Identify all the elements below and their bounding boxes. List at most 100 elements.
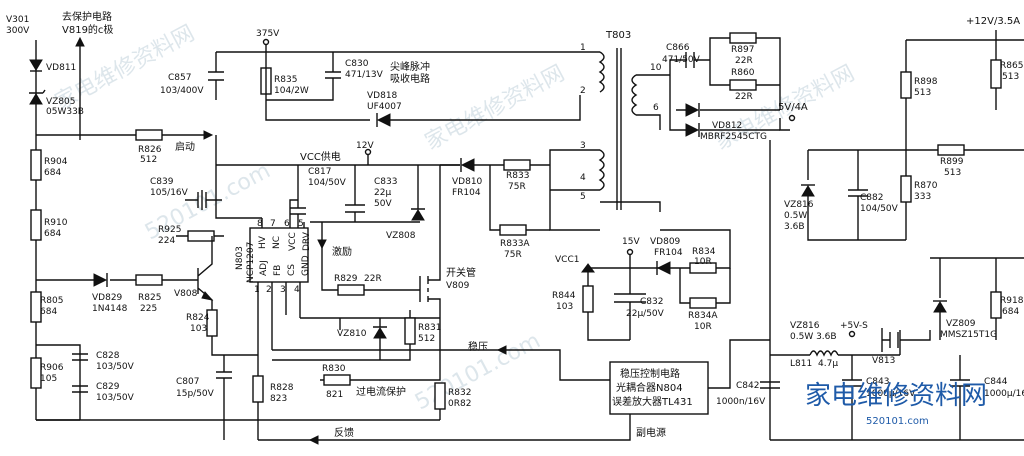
pin-5: 5 <box>298 219 304 229</box>
r897-label: R897 <box>731 45 754 55</box>
regulate-label: 稳压 <box>468 340 488 353</box>
pin-hv: HV <box>258 235 268 249</box>
regulation-box <box>609 361 709 415</box>
vz809-label: VZ809 <box>946 319 976 329</box>
t803-pin-6: 6 <box>653 103 659 113</box>
r805-label: R805 <box>40 296 63 306</box>
v813-transistor <box>881 328 899 352</box>
r831-resistor <box>404 317 416 345</box>
r828-resistor <box>252 375 264 403</box>
r898-value: 513 <box>914 88 931 98</box>
r831-wire <box>272 344 411 361</box>
r834-value: 10R <box>694 257 712 267</box>
out12v-rail <box>905 30 1024 150</box>
c833-wire <box>310 165 420 223</box>
c829-value: 103/50V <box>96 393 135 403</box>
vz816-label: VZ816 <box>790 321 820 331</box>
c882-capacitor <box>848 189 868 197</box>
r835-label: R835 <box>274 75 297 85</box>
snubber-section: 375V C857 103/400V R835 104/2W C830 471/… <box>160 29 600 127</box>
r833-resistor <box>503 159 531 171</box>
c817-wire <box>290 165 306 235</box>
r897-value: 22R <box>735 56 753 66</box>
pin-cs: CS <box>287 264 297 276</box>
r834a-label: R834A <box>688 311 718 321</box>
top-375v-wire <box>216 44 600 53</box>
r899-label: R899 <box>940 157 964 167</box>
r910-resistor <box>30 209 42 241</box>
c828-label: C828 <box>96 351 120 361</box>
ocp-label: 过电流保护 <box>356 385 406 398</box>
c807-wire <box>216 355 232 440</box>
r833-value: 75R <box>508 182 526 192</box>
vz810-zener <box>373 327 387 339</box>
r865-label: R865 <box>1000 61 1023 71</box>
vz808-zener <box>411 209 425 221</box>
r829-value: 22R <box>364 274 382 284</box>
pin-fb: FB <box>273 265 283 276</box>
vz816b-zener <box>801 185 815 197</box>
c829-label: C829 <box>96 382 120 392</box>
vd818-value: UF4007 <box>367 102 402 112</box>
r829-resistor <box>337 284 365 296</box>
excite-arrow <box>317 239 327 250</box>
ground-wire <box>36 409 441 421</box>
pin-nc: NC <box>272 236 282 249</box>
vd812-wire <box>669 75 780 131</box>
box-line-3: 误差放大器TL431 <box>612 395 693 408</box>
t803-label: T803 <box>605 30 631 41</box>
r826-label: R826 <box>138 145 162 155</box>
vz816b-wire <box>807 150 906 241</box>
c832-value: 22μ/50V <box>626 309 665 319</box>
r828-label: R828 <box>270 383 294 393</box>
r870-value: 333 <box>914 192 931 202</box>
vd809-label: VD809 <box>650 237 681 247</box>
v15-wire <box>588 229 731 340</box>
r910-label: R910 <box>44 218 68 228</box>
t803-aux-wires <box>549 149 661 231</box>
r899-value: 513 <box>944 168 961 178</box>
r831-label: R831 <box>418 323 441 333</box>
pin-6: 6 <box>284 219 290 229</box>
vd812-value: MBRF2545CTG <box>700 132 767 142</box>
c830-label: C830 <box>345 59 369 69</box>
v808-section: VD829 1N4148 R825 225 V808 R824 103 C807… <box>36 236 258 440</box>
r918-label: R918 <box>1000 296 1024 306</box>
r898-label: R898 <box>914 77 938 87</box>
vd829-diode <box>93 273 108 287</box>
out5vs-section: L811 4.7μ VZ816 0.5W 3.6B +5V-S V813 C84… <box>716 140 1024 441</box>
vz805-label: VZ805 <box>46 97 76 107</box>
c866-label: C866 <box>666 43 690 53</box>
t803-sec-wires <box>636 74 670 130</box>
spike-label: 尖峰脉冲 <box>390 60 430 73</box>
feedback-label: 反馈 <box>334 426 354 439</box>
vd818-label: VD818 <box>367 91 398 101</box>
v301-voltage: 300V <box>6 26 30 36</box>
c844-wire <box>950 355 970 440</box>
c882-label: C882 <box>860 193 883 203</box>
vd809-value: FR104 <box>654 248 683 258</box>
v15-label: 15V <box>622 237 640 247</box>
vd810-diode <box>460 158 475 172</box>
c842-capacitor <box>760 381 780 389</box>
protect-label-2: V819的c极 <box>62 23 113 36</box>
t803-aux <box>598 149 605 191</box>
start-section: R826 512 启动 <box>36 129 214 165</box>
r899-resistor <box>937 144 965 156</box>
v15-node <box>626 248 634 256</box>
vd812-diode-b <box>685 123 700 137</box>
r898-resistor <box>900 71 912 99</box>
r825-value: 225 <box>140 304 157 314</box>
c830-value: 471/13V <box>345 70 384 80</box>
pin-3: 3 <box>280 285 286 295</box>
r805-value: 684 <box>40 307 57 317</box>
c807-value: 15p/50V <box>176 389 215 399</box>
pin-drv: DRV <box>302 231 312 251</box>
v808-label: V808 <box>174 289 198 299</box>
c866-capacitor <box>685 52 695 68</box>
r844-label: R844 <box>552 291 576 301</box>
v808-arrow <box>201 291 214 301</box>
pin-2: 2 <box>266 285 272 295</box>
vd818-diode <box>376 113 391 127</box>
r870-resistor <box>900 175 912 203</box>
